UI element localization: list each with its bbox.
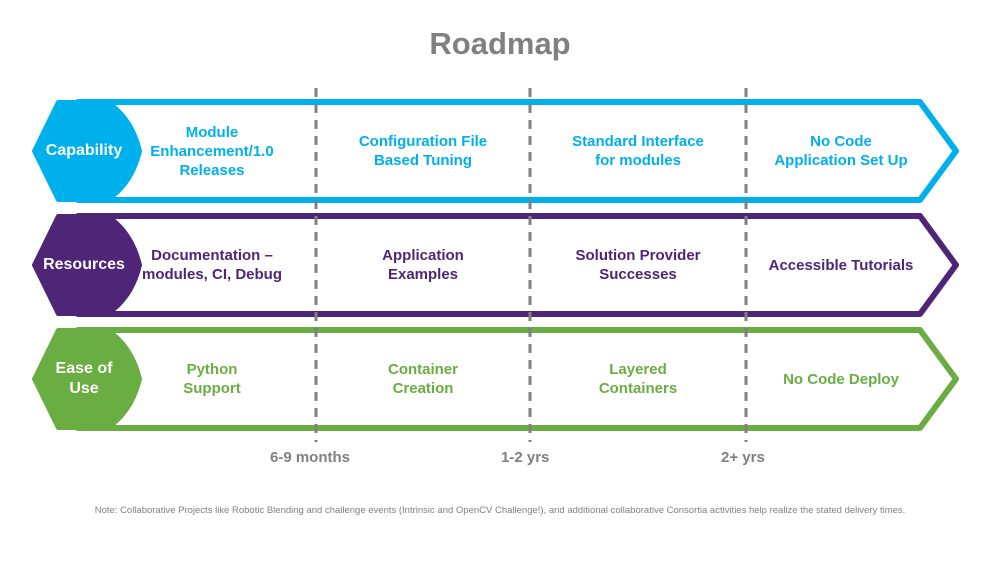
- row-label-2: Ease of Use: [55, 360, 113, 397]
- timeline-tick-1: 1-2 yrs: [501, 449, 550, 466]
- roadmap-item-r1-c3: Accessible Tutorials: [768, 256, 914, 274]
- row-arrow-0: [32, 99, 959, 203]
- roadmap-item-r2-c2: Layered Containers: [598, 361, 678, 397]
- roadmap-item-r0-c0: Module Enhancement/1.0 Releases: [150, 123, 274, 179]
- roadmap-item-r2-c0: Python Support: [183, 361, 241, 397]
- roadmap-item-r1-c0: Documentation – modules, CI, Debug: [141, 247, 282, 283]
- roadmap-item-r2-c1: Container Creation: [387, 361, 458, 397]
- row-arrow-2: [32, 327, 959, 431]
- row-label-shape: [32, 328, 142, 430]
- roadmap-item-r1-c1: Application Examples: [382, 247, 464, 283]
- timeline-dividers: [314, 88, 748, 442]
- timeline-tick-0: 6-9 months: [270, 449, 351, 466]
- row-arrows: [32, 99, 959, 431]
- timeline-tick-2: 2+ yrs: [721, 449, 765, 466]
- page-title: Roadmap: [429, 26, 571, 61]
- roadmap-item-r0-c1: Configuration File Based Tuning: [358, 133, 488, 169]
- row-arrow-1: [32, 213, 959, 317]
- footnote: Note: Collaborative Projects like Roboti…: [94, 505, 906, 516]
- roadmap-item-r0-c3: No Code Application Set Up: [774, 133, 908, 169]
- row-label-0: Capability: [45, 142, 123, 159]
- roadmap-item-r2-c3: No Code Deploy: [783, 370, 899, 388]
- roadmap-item-r1-c2: Solution Provider Successes: [575, 247, 701, 283]
- row-label-shape: [32, 214, 142, 316]
- row-label-shape: [32, 100, 142, 202]
- roadmap-item-r0-c2: Standard Interface for modules: [572, 133, 704, 169]
- row-label-1: Resources: [43, 256, 125, 273]
